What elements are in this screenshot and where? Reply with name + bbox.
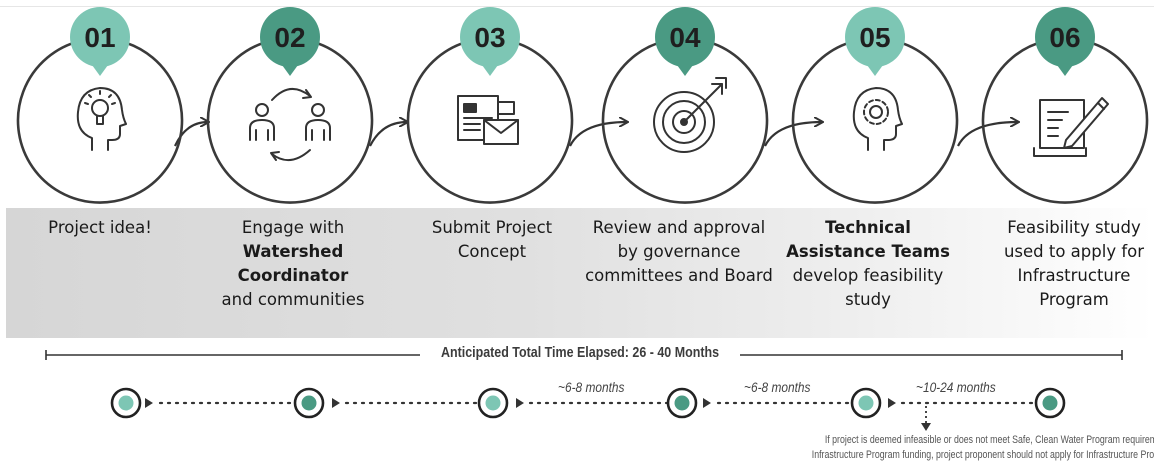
step-ring-05 <box>791 39 959 204</box>
step-ring-03 <box>406 39 574 204</box>
milestone-dot-03 <box>477 387 509 419</box>
step-number-06: 06 <box>1049 22 1080 53</box>
step-label-line: and communities <box>221 290 365 309</box>
lightbulb-head-icon <box>76 87 127 151</box>
step-label-05: Technical Assistance Teams develop feasi… <box>768 216 968 312</box>
step-label-line: Engage with <box>241 218 345 237</box>
connector-arrow-4-5 <box>764 122 822 147</box>
step-label-line: Watershed Coordinator <box>237 242 349 285</box>
milestone-dot-04 <box>666 387 698 419</box>
document-pen-icon <box>1033 97 1109 157</box>
step-ring-02 <box>206 39 374 204</box>
step-label-02: Engage with Watershed Coordinator and co… <box>193 216 393 312</box>
milestone-dot-06 <box>1034 387 1066 419</box>
people-exchange-icon <box>249 88 331 161</box>
top-rule <box>0 6 1154 7</box>
connector-arrow-5-6 <box>957 122 1018 147</box>
step-label-line: used to apply for <box>1003 242 1145 261</box>
step-label-line: Review and approval <box>592 218 766 237</box>
milestone-dot-05 <box>850 387 882 419</box>
step-number-01: 01 <box>84 22 115 53</box>
step-badge-03: 03 <box>460 7 520 76</box>
milestone-dot-02 <box>293 387 325 419</box>
connector-arrow-1-2 <box>174 122 208 147</box>
connector-arrow-3-4 <box>569 122 627 147</box>
step-label-line: study <box>845 290 891 309</box>
target-arrow-icon <box>653 77 727 153</box>
footnote-line: Infrastructure Program funding, project … <box>811 449 1154 461</box>
gear-head-icon <box>852 87 903 151</box>
step-label-line: Project idea! <box>48 218 152 237</box>
step-label-line: Concept <box>457 242 527 261</box>
timeline-label: Anticipated Total Time Elapsed: 26 - 40 … <box>435 345 725 361</box>
milestone-dot-01 <box>110 387 142 419</box>
label-band <box>6 208 1154 338</box>
step-number-02: 02 <box>274 22 305 53</box>
duration-label-3: ~10-24 months <box>916 379 996 395</box>
step-number-04: 04 <box>669 22 701 53</box>
step-label-line: by governance <box>617 242 741 261</box>
duration-label-1: ~6-8 months <box>558 379 625 395</box>
step-number-05: 05 <box>859 22 890 53</box>
step-label-line: Assistance Teams <box>786 242 950 261</box>
step-ring-01 <box>16 39 184 204</box>
step-label-01: Project idea! <box>0 216 200 240</box>
milestone-track <box>110 387 1066 431</box>
step-badge-01: 01 <box>70 7 130 76</box>
step-number-03: 03 <box>474 22 505 53</box>
step-label-line: committees and Board <box>585 266 773 285</box>
step-label-line: Infrastructure <box>1017 266 1131 285</box>
step-ring-04 <box>601 39 769 204</box>
step-label-06: Feasibility study used to apply for Infr… <box>974 216 1154 312</box>
step-badge-05: 05 <box>845 7 905 76</box>
connector-arrow-2-3 <box>369 122 407 147</box>
footnote-line: If project is deemed infeasible or does … <box>824 434 1154 446</box>
step-label-line: Technical <box>825 218 911 237</box>
step-badge-06: 06 <box>1035 7 1095 76</box>
duration-label-2: ~6-8 months <box>744 379 811 395</box>
step-badge-02: 02 <box>260 7 320 76</box>
documents-envelope-icon <box>457 95 519 145</box>
footnote: If project is deemed infeasible or does … <box>746 433 1154 463</box>
step-label-line: Feasibility study <box>1007 218 1141 237</box>
step-label-03: Submit Project Concept <box>392 216 592 264</box>
step-label-line: develop feasibility <box>792 266 944 285</box>
step-label-line: Program <box>1039 290 1109 309</box>
step-ring-06 <box>981 39 1149 204</box>
step-label-04: Review and approval by governance commit… <box>579 216 779 288</box>
step-badge-04: 04 <box>655 7 715 76</box>
step-label-line: Submit Project <box>431 218 553 237</box>
